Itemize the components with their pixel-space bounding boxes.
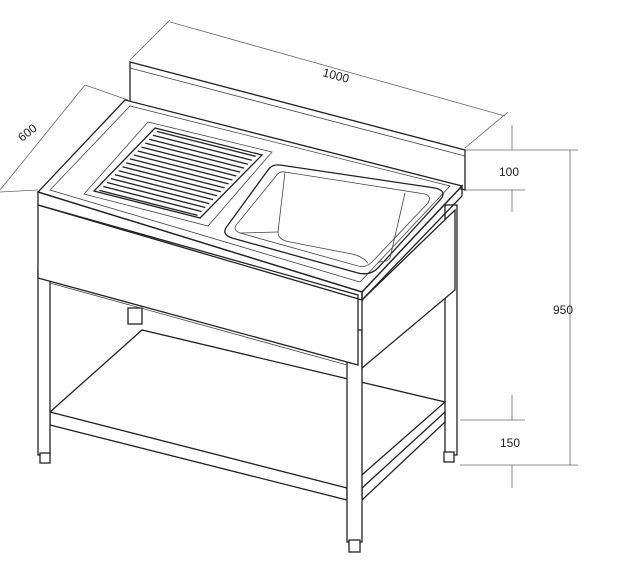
shelf-height-label: 150 xyxy=(500,436,520,450)
backsplash xyxy=(129,61,466,191)
drainboard-rib xyxy=(126,162,225,189)
drainboard-rib xyxy=(152,134,252,161)
drainboard-rib xyxy=(137,150,237,177)
apron xyxy=(37,204,456,370)
drainboard-rib xyxy=(156,130,256,157)
drainboard-rib xyxy=(145,142,245,169)
dimension-heights: 100 950 150 xyxy=(460,125,578,488)
drainboard-rib xyxy=(106,181,206,209)
drainboard-rib xyxy=(114,174,214,201)
drainboard-rib xyxy=(103,185,202,213)
drainboard-rib xyxy=(133,154,233,181)
backsplash-height-label: 100 xyxy=(499,165,519,179)
drainboard-rib xyxy=(99,189,198,217)
depth-label: 600 xyxy=(15,121,40,145)
width-label: 1000 xyxy=(321,65,351,86)
front-left-leg xyxy=(37,269,51,456)
drainboard-rib xyxy=(129,158,229,185)
total-height-label: 950 xyxy=(553,303,573,317)
sink-bowl xyxy=(224,164,444,275)
drainboard-rib xyxy=(122,166,221,193)
drainboard-rib xyxy=(141,146,241,173)
drainboard xyxy=(83,121,273,227)
drainboard-rib xyxy=(110,177,210,205)
dimension-width: 1000 xyxy=(129,19,509,149)
drainboard-rib xyxy=(118,170,218,197)
drainboard-rib xyxy=(148,138,249,165)
